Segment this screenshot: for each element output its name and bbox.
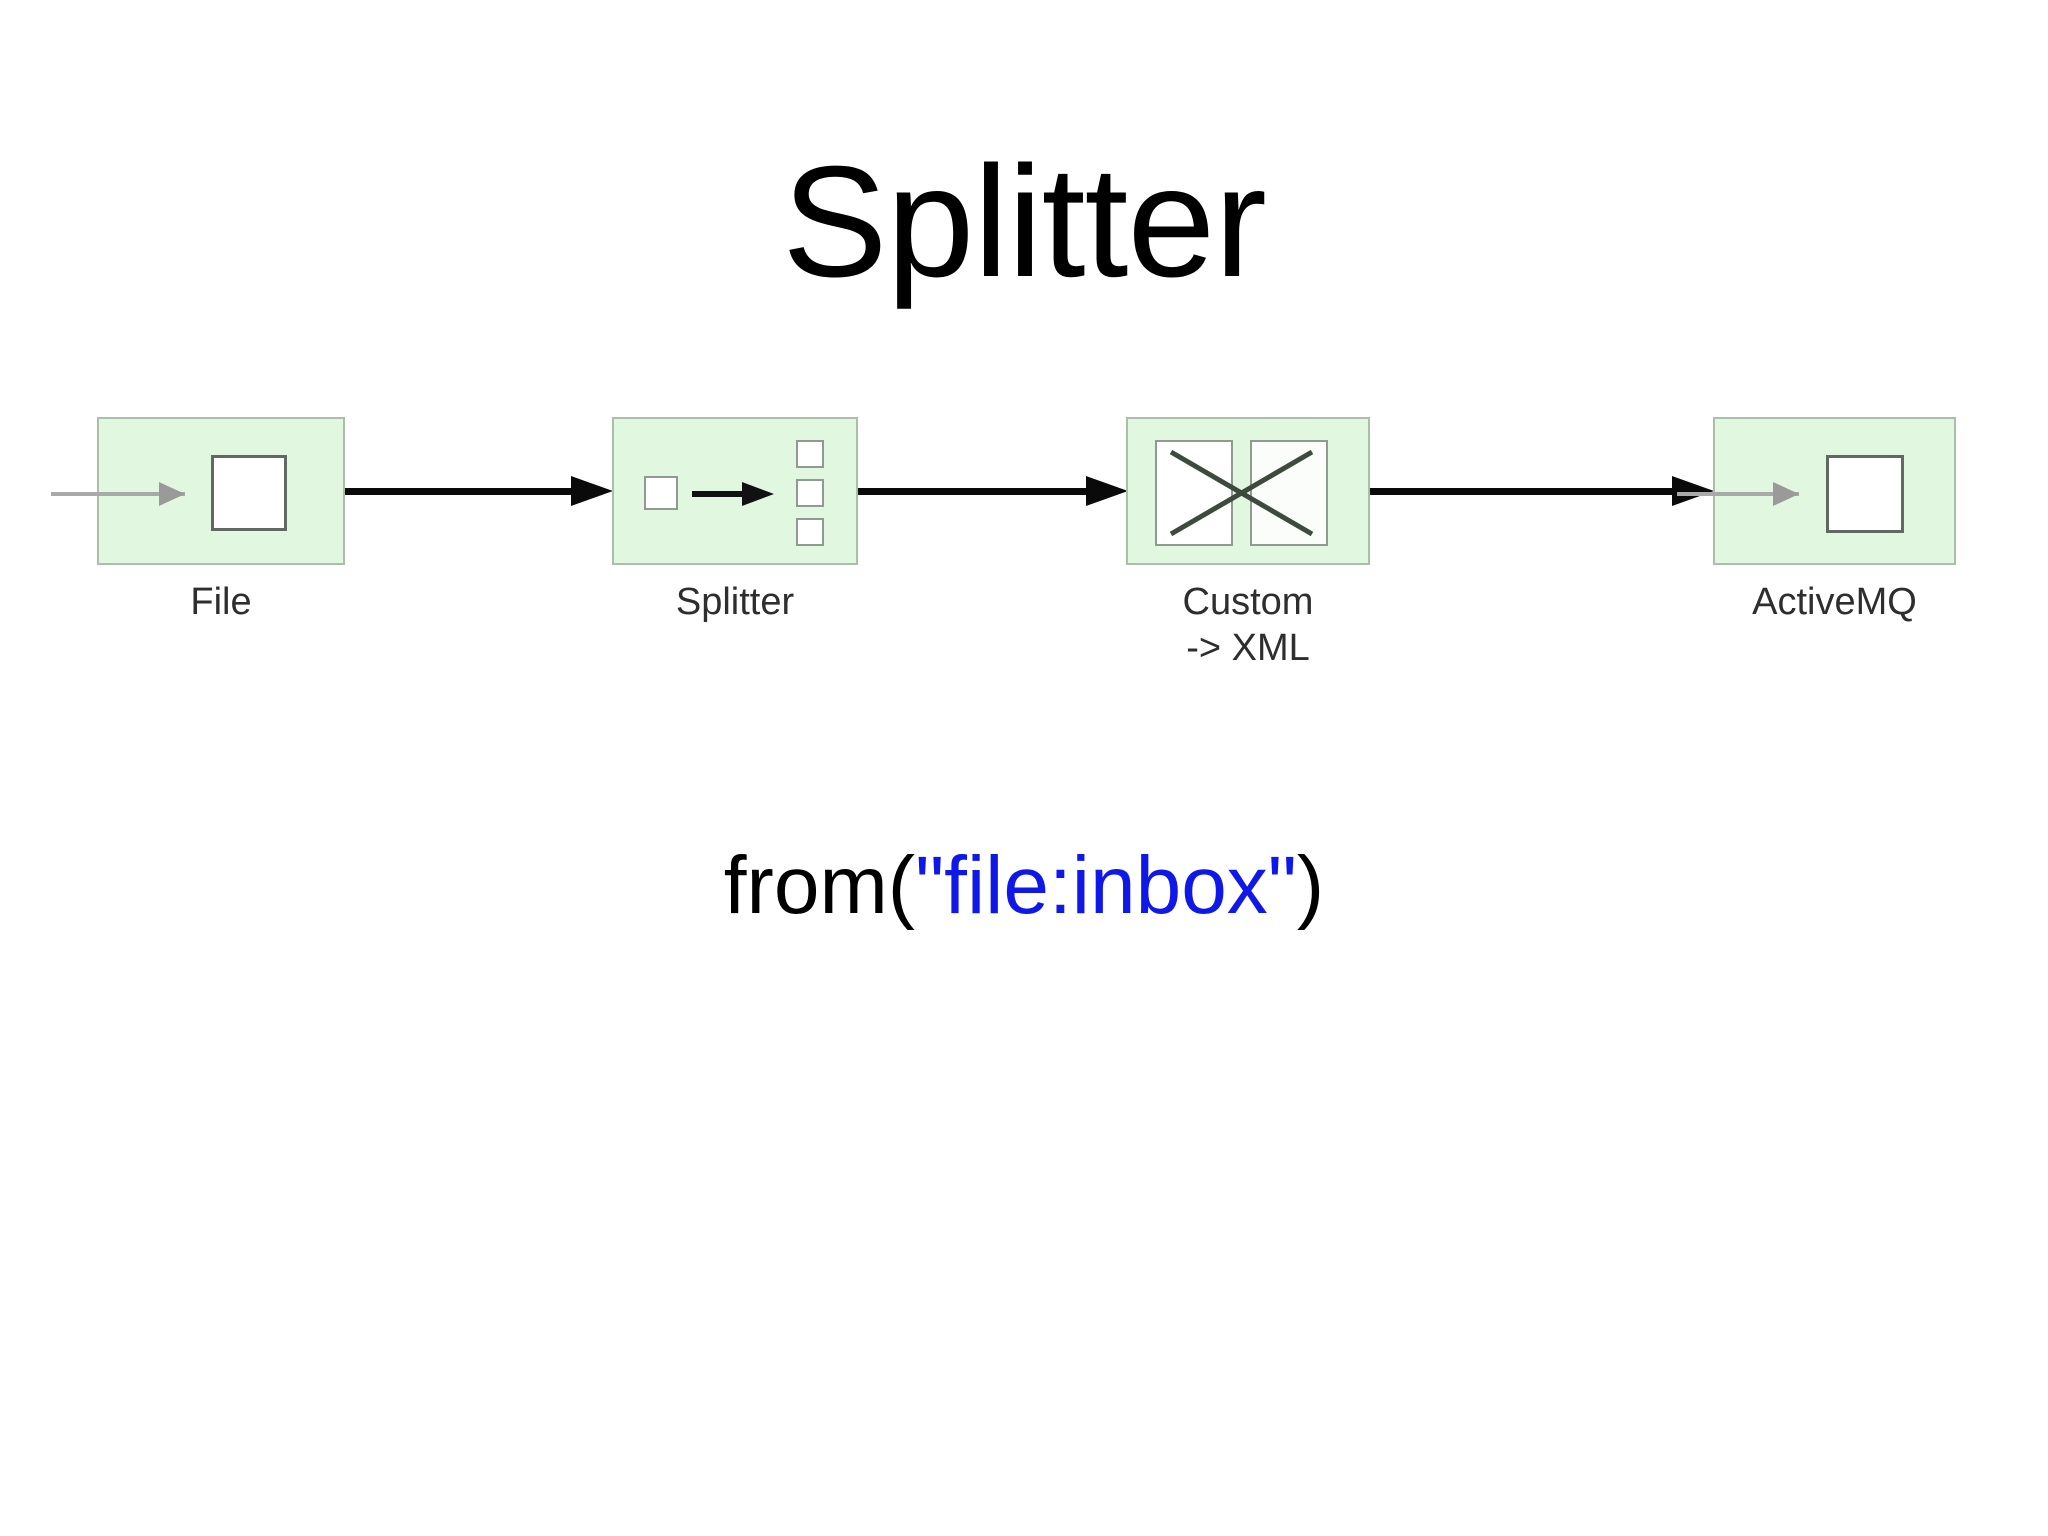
diagram-node-activemq[interactable]: ActiveMQ <box>1677 417 1956 623</box>
activemq-inbound-arrow-icon <box>1677 482 1827 506</box>
file-node-box <box>51 417 345 565</box>
file-inbound-arrow-icon <box>51 482 211 506</box>
activemq-node-label: ActiveMQ <box>1752 581 1917 623</box>
diagram-node-custom-xml[interactable]: Custom -> XML <box>1126 417 1370 669</box>
diagram-node-splitter[interactable]: Splitter <box>612 417 858 623</box>
splitter-node-label: Splitter <box>675 581 795 623</box>
arrow-head <box>742 482 774 506</box>
code-string-literal: "file:inbox" <box>915 840 1297 931</box>
connector-splitter-to-custom <box>858 476 1128 506</box>
connector-arrow-head-icon <box>1672 476 1714 506</box>
code-suffix: ) <box>1296 840 1325 931</box>
page-title: Splitter <box>782 134 1267 310</box>
connector-shaft <box>345 488 573 495</box>
arrow-shaft <box>51 492 185 496</box>
splitter-output-message-icon-1 <box>796 440 824 468</box>
queue-endpoint-icon <box>1826 455 1904 533</box>
code-prefix: from( <box>723 840 916 931</box>
connector-arrow-head-icon <box>1086 476 1128 506</box>
arrow-head <box>1773 482 1799 506</box>
splitter-output-message-icon-2 <box>796 479 824 507</box>
diagram-node-file[interactable]: File <box>51 417 345 623</box>
custom-node-box <box>1126 417 1370 565</box>
message-translator-cross-icon <box>1169 449 1314 537</box>
arrow-shaft <box>692 491 746 497</box>
route-diagram: File Splitter <box>0 0 2048 760</box>
arrow-shaft <box>1677 492 1799 496</box>
file-node-label: File <box>190 581 252 623</box>
splitter-internal-arrow-icon <box>692 482 776 506</box>
connector-custom-to-activemq <box>1370 476 1714 506</box>
splitter-input-message-icon <box>644 476 678 510</box>
code-snippet: from("file:inbox") <box>0 838 2048 934</box>
translator-pane-right <box>1250 440 1328 546</box>
custom-node-label: Custom -> XML <box>1182 581 1314 669</box>
file-endpoint-icon <box>211 455 287 531</box>
arrow-head <box>159 482 185 506</box>
connector-file-to-splitter <box>345 476 613 506</box>
splitter-output-message-icon-3 <box>796 518 824 546</box>
activemq-node-box <box>1677 417 1956 565</box>
connector-shaft <box>1370 488 1674 495</box>
connector-arrow-head-icon <box>571 476 613 506</box>
splitter-node-box <box>612 417 858 565</box>
connector-shaft <box>858 488 1088 495</box>
translator-pane-left <box>1155 440 1233 546</box>
